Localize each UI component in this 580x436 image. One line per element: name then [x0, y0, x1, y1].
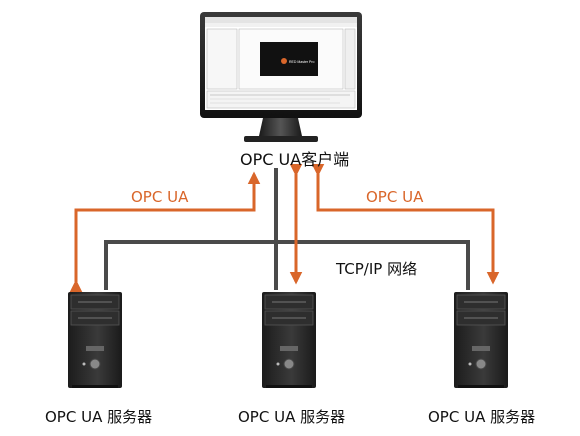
network-label: TCP/IP 网络	[336, 260, 418, 278]
server-tower-1	[68, 292, 122, 388]
client-label: OPC UA客户端	[240, 150, 350, 169]
network-line-left	[104, 240, 276, 290]
client-monitor: RED Master Pro	[200, 12, 362, 142]
arrow-right	[311, 163, 500, 285]
server-label-3: OPC UA 服务器	[428, 408, 536, 426]
opc-ua-label-left: OPC UA	[131, 188, 189, 206]
server-tower-3	[454, 292, 508, 388]
arrow-left	[69, 171, 261, 293]
server-label-1: OPC UA 服务器	[45, 408, 153, 426]
servers	[68, 292, 508, 388]
server-label-2: OPC UA 服务器	[238, 408, 346, 426]
opc-ua-label-right: OPC UA	[366, 188, 424, 206]
opc-ua-arrows	[69, 163, 500, 293]
server-tower-2	[262, 292, 316, 388]
screen-app-title: RED Master Pro	[289, 60, 315, 64]
